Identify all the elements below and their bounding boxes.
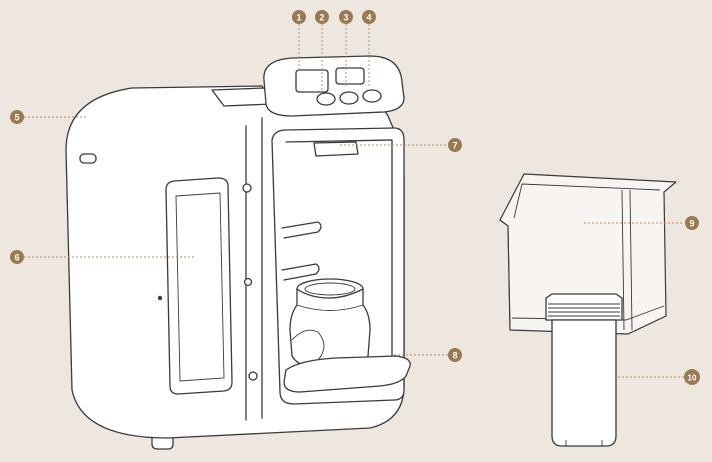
callout-1: 1 [292, 10, 306, 24]
callout-6: 6 [10, 250, 24, 264]
callout-6-label: 6 [14, 253, 19, 263]
callout-7: 7 [448, 138, 462, 152]
screw-middle [245, 279, 252, 286]
callout-1-label: 1 [296, 13, 301, 23]
callout-8: 8 [448, 348, 462, 362]
display-screen [296, 70, 328, 92]
callout-7-label: 7 [452, 141, 457, 151]
callout-3: 3 [339, 10, 353, 24]
callout-4-label: 4 [366, 13, 371, 23]
screw-bottom [249, 372, 257, 380]
callout-5-label: 5 [14, 113, 19, 123]
panel-button-3 [363, 90, 381, 102]
callout-3-label: 3 [343, 13, 348, 23]
callout-5: 5 [10, 110, 24, 124]
callout-10-label: 10 [688, 374, 697, 383]
callout-2-label: 2 [319, 13, 324, 23]
bottle [290, 279, 370, 370]
callout-4: 4 [362, 10, 376, 24]
callout-2: 2 [315, 10, 329, 24]
control-panel [264, 56, 404, 116]
power-button [80, 154, 96, 163]
outlet-nozzle [314, 142, 358, 156]
machine [66, 56, 410, 449]
callout-10: 10 [684, 369, 700, 385]
filter-cartridge [552, 320, 616, 446]
callout-8-label: 8 [452, 351, 457, 361]
indicator-dot [158, 296, 162, 300]
callout-9-label: 9 [689, 219, 694, 229]
control-panel-housing [264, 56, 404, 116]
water-tank-assembly [500, 174, 676, 446]
panel-button-2 [340, 92, 358, 104]
callout-9: 9 [685, 216, 699, 230]
screw-top [243, 184, 251, 192]
panel-button-1 [317, 93, 335, 105]
display-screen-right [336, 68, 364, 84]
